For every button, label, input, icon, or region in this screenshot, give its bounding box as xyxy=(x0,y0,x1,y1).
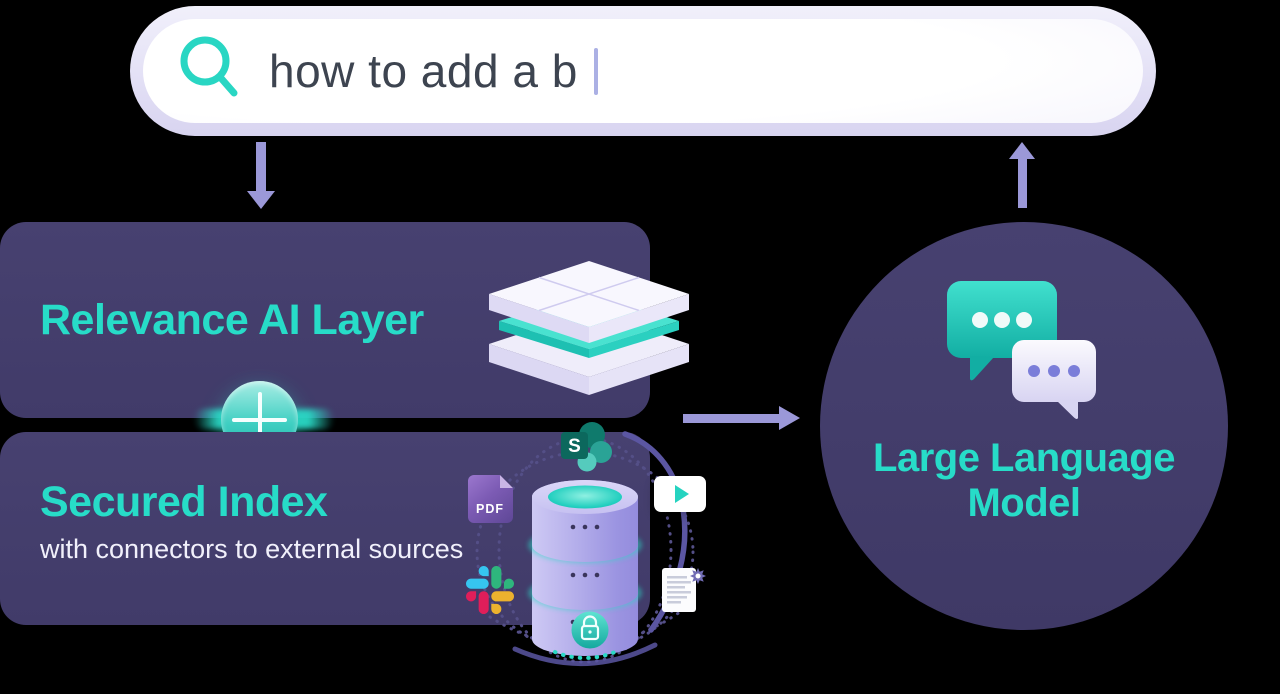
secured-index-subtitle: with connectors to external sources xyxy=(40,534,464,564)
pdf-icon: PDF xyxy=(468,475,513,523)
arrow-up-shaft xyxy=(1018,158,1027,208)
llm-title: Large Language Model xyxy=(873,436,1175,526)
relevance-ai-layer-title: Relevance AI Layer xyxy=(40,295,424,344)
llm-circle: Large Language Model xyxy=(820,222,1228,630)
search-input[interactable]: how to add a b xyxy=(143,19,1143,123)
search-icon xyxy=(180,36,238,97)
text-cursor xyxy=(593,47,598,95)
search-query-text[interactable]: how to add a b xyxy=(269,45,578,97)
document-icon xyxy=(662,568,706,612)
database-icon xyxy=(475,431,695,667)
svg-text:S: S xyxy=(568,436,581,457)
arrow-up-head xyxy=(1009,142,1035,159)
slack-icon xyxy=(466,566,514,614)
arrow-down-shaft xyxy=(256,142,266,193)
pdf-label: PDF xyxy=(476,502,504,516)
secured-index-title: Secured Index xyxy=(40,478,328,526)
chat-bubbles-icon xyxy=(947,281,1096,420)
sharepoint-icon: S xyxy=(561,422,612,472)
play-icon xyxy=(675,485,689,503)
gear-icon xyxy=(690,568,706,584)
arrow-down-head xyxy=(247,191,275,209)
video-player-icon xyxy=(654,476,706,512)
layers-icon xyxy=(489,261,689,395)
search-bar[interactable]: how to add a b xyxy=(130,6,1156,136)
arrow-right-shaft xyxy=(683,414,780,423)
lock-icon xyxy=(571,611,609,649)
arrow-right-head xyxy=(779,406,800,430)
